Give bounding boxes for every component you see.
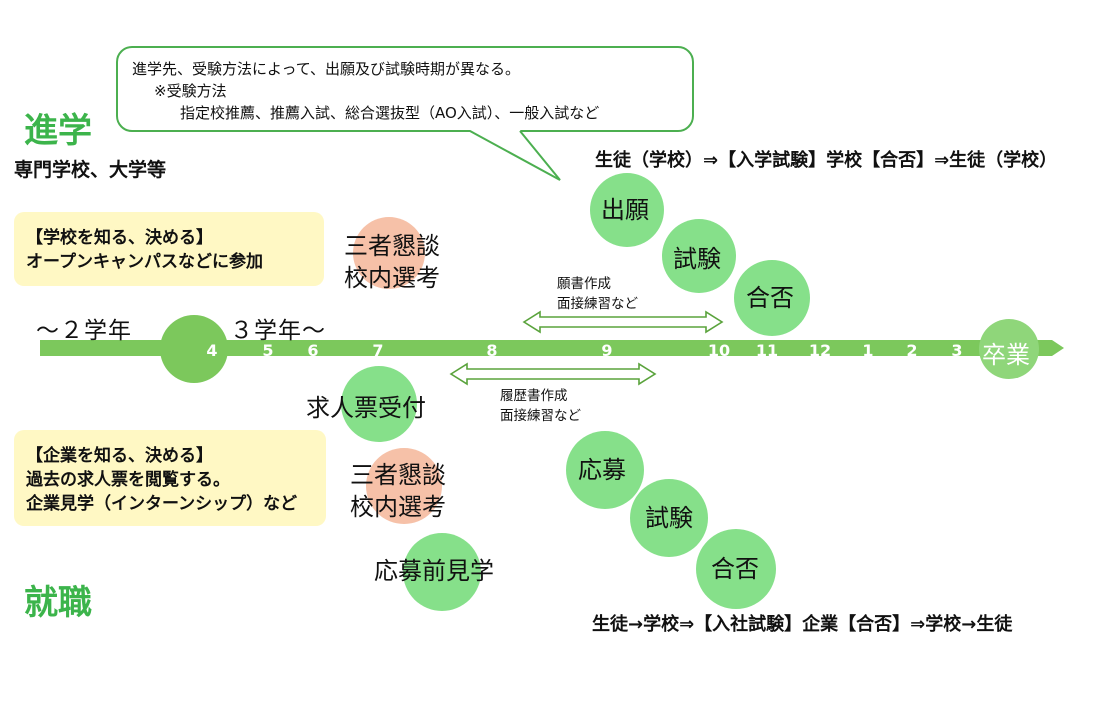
shushoku-prep-note: 履歴書作成 面接練習など xyxy=(500,386,581,426)
shushoku-title: 就職 xyxy=(24,583,92,623)
school-info-line-1: 【学校を知る、決める】 xyxy=(26,228,213,248)
visit-label: 応募前見学 xyxy=(374,557,494,585)
month-label: 7 xyxy=(372,341,384,360)
month-label: 5 xyxy=(262,341,274,360)
callout-line-3: 指定校推薦、推薦入試、総合選抜型（AO入試）、一般入試など xyxy=(180,104,600,122)
exam-method-callout: 進学先、受験方法によって、出願及び試験時期が異なる。 ※受験方法 指定校推薦、推… xyxy=(116,46,694,132)
shushoku-interview-line-2: 校内選考 xyxy=(350,493,446,521)
school-info-box: 【学校を知る、決める】 オープンキャンパスなどに参加 xyxy=(14,212,324,286)
shushoku-flow-text: 生徒→学校⇒【入社試験】企業【合否】⇒学校→生徒 xyxy=(592,614,1013,635)
month-label: 10 xyxy=(707,341,731,360)
month-label: 8 xyxy=(486,341,498,360)
shingaku-prep-line-1: 願書作成 xyxy=(557,276,611,292)
apply-label: 出願 xyxy=(601,196,649,224)
month-label: 1 xyxy=(862,341,874,360)
shushoku-prep-line-1: 履歴書作成 xyxy=(500,388,568,404)
shingaku-subtitle: 専門学校、大学等 xyxy=(14,159,167,181)
company-info-line-3: 企業見学（インターンシップ）など xyxy=(26,494,298,514)
apply-circle xyxy=(590,173,664,247)
result-circle xyxy=(734,260,810,336)
shushoku-prep-arrow xyxy=(449,362,657,386)
reception-label: 求人票受付 xyxy=(306,394,426,422)
employment-result-circle xyxy=(696,529,776,609)
shingaku-prep-note: 願書作成 面接練習など xyxy=(557,274,638,314)
month-label: 4 xyxy=(206,341,218,360)
shingaku-interview-line-1: 三者懇談 xyxy=(344,232,440,260)
exam-circle xyxy=(662,219,736,293)
month-label: 12 xyxy=(808,341,832,360)
month-label: 3 xyxy=(951,341,963,360)
month-4-circle xyxy=(160,315,228,383)
exam-label: 試験 xyxy=(673,245,721,273)
month-label: 11 xyxy=(755,341,779,360)
shingaku-interview-circle xyxy=(353,217,425,289)
month-label: 2 xyxy=(906,341,918,360)
company-info-line-1: 【企業を知る、決める】 xyxy=(26,446,213,466)
shingaku-prep-arrow xyxy=(522,310,724,334)
shingaku-interview-label: 三者懇談 校内選考 xyxy=(344,230,440,294)
graduation-circle xyxy=(979,319,1039,379)
shushoku-prep-line-2: 面接練習など xyxy=(500,408,581,424)
month-label: 9 xyxy=(601,341,613,360)
grade-3-label: ３学年～ xyxy=(230,318,326,344)
visit-circle xyxy=(403,533,481,611)
shushoku-interview-line-1: 三者懇談 xyxy=(350,461,446,489)
shushoku-interview-label: 三者懇談 校内選考 xyxy=(350,459,446,523)
result-label: 合否 xyxy=(746,284,794,312)
company-info-line-2: 過去の求人票を閲覧する。 xyxy=(26,470,230,490)
shingaku-prep-line-2: 面接練習など xyxy=(557,296,638,312)
callout-line-2: ※受験方法 xyxy=(154,82,227,100)
shingaku-title: 進学 xyxy=(24,111,92,151)
employment-exam-circle xyxy=(630,479,708,557)
company-info-box: 【企業を知る、決める】 過去の求人票を閲覧する。 企業見学（インターンシップ）な… xyxy=(14,430,326,526)
application-label: 応募 xyxy=(578,456,626,484)
employment-exam-label: 試験 xyxy=(645,504,693,532)
school-info-line-2: オープンキャンパスなどに参加 xyxy=(26,252,263,272)
callout-line-1: 進学先、受験方法によって、出願及び試験時期が異なる。 xyxy=(132,60,521,78)
timeline-arrow xyxy=(40,340,1064,356)
month-label: 6 xyxy=(307,341,319,360)
shushoku-interview-circle xyxy=(366,448,442,524)
application-circle xyxy=(566,431,644,509)
grade-2-label: ～２学年 xyxy=(36,318,132,344)
shingaku-flow-text: 生徒（学校）⇒【入学試験】学校【合否】⇒生徒（学校） xyxy=(595,150,1058,171)
employment-result-label: 合否 xyxy=(711,555,759,583)
reception-circle xyxy=(341,366,417,442)
shingaku-interview-line-2: 校内選考 xyxy=(344,264,440,292)
graduation-label: 卒業 xyxy=(982,341,1030,369)
